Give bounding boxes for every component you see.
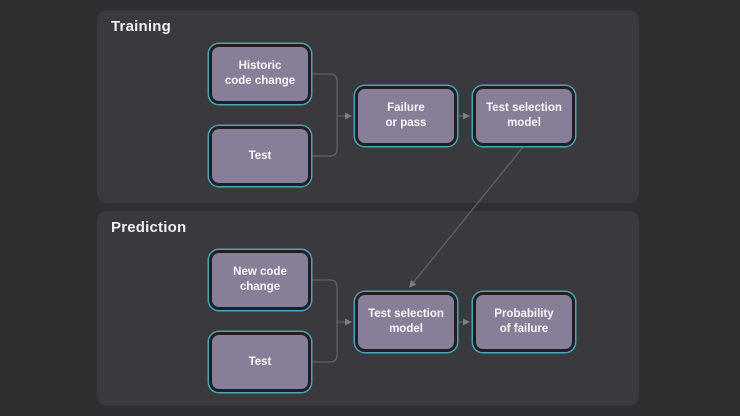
connector-historic-to-junction <box>311 73 338 116</box>
node-prediction-test-selection-model: Test selection model <box>355 292 457 352</box>
node-probability-of-failure: Probability of failure <box>473 292 575 352</box>
connector-test-to-junction <box>311 116 338 157</box>
connector-newcode-to-junction <box>311 279 338 322</box>
node-failure-or-pass: Failure or pass <box>355 86 457 146</box>
training-section-title: Training <box>111 18 171 35</box>
node-new-code-change: New code change <box>209 250 311 310</box>
node-historic-code-change: Historic code change <box>209 44 311 104</box>
prediction-section-title: Prediction <box>111 219 187 236</box>
node-training-test-selection-model: Test selection model <box>473 86 575 146</box>
node-training-test: Test <box>209 126 311 186</box>
node-prediction-test: Test <box>209 332 311 392</box>
connector-test2-to-junction <box>311 322 338 363</box>
arrow-training-model-to-prediction-model <box>409 146 524 288</box>
